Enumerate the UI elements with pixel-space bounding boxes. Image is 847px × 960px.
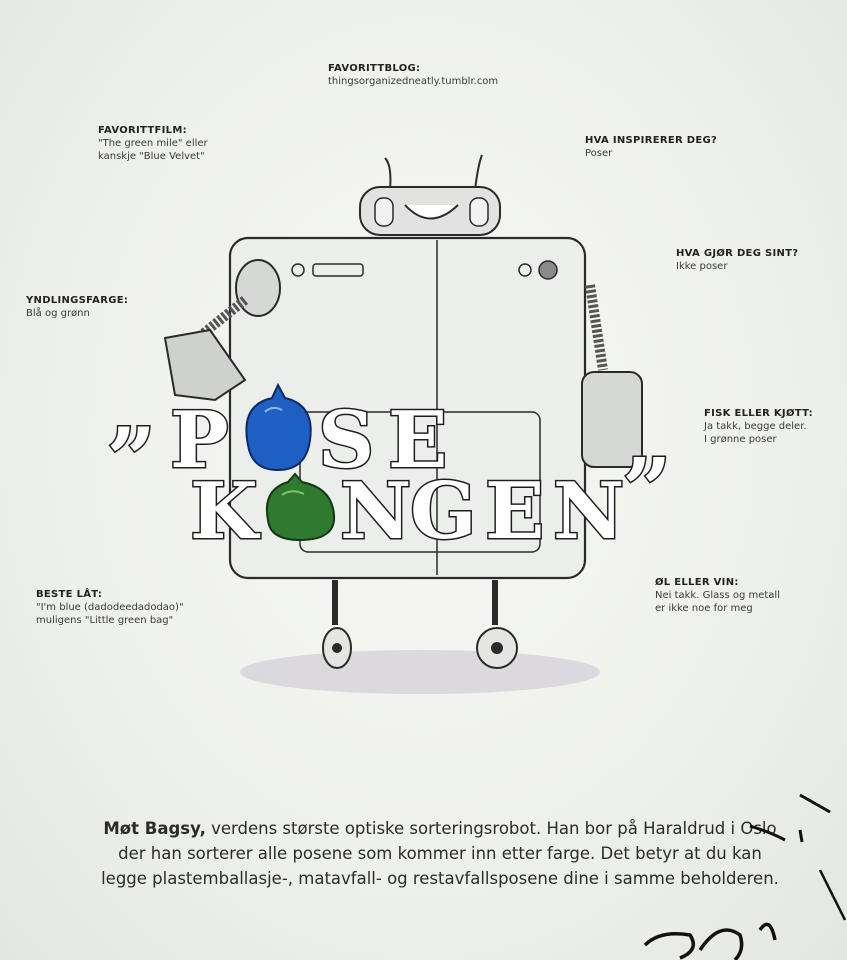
title-letter-n2: N bbox=[553, 466, 624, 557]
qa-fish: FISK ELLER KJØTT: Ja takk, begge deler. … bbox=[704, 407, 813, 446]
green-bag-icon bbox=[266, 472, 336, 542]
qa-song-answer-2: muligens "Little green bag" bbox=[36, 615, 174, 626]
title-letter-p: P bbox=[170, 395, 229, 486]
qa-film-answer-1: "The green mile" eller bbox=[98, 138, 208, 149]
qa-blog: FAVORITTBLOG: thingsorganizedneatly.tumb… bbox=[328, 62, 498, 88]
qa-color-answer: Blå og grønn bbox=[26, 308, 90, 319]
title-letter-g: G bbox=[410, 466, 477, 557]
qa-fish-question: FISK ELLER KJØTT: bbox=[704, 408, 813, 419]
qa-angry-question: HVA GJØR DEG SINT? bbox=[676, 248, 799, 259]
qa-blog-question: FAVORITTBLOG: bbox=[328, 63, 421, 74]
title-open-quote: „ bbox=[108, 360, 157, 461]
title-letter-n1: N bbox=[340, 466, 411, 557]
qa-drink-answer-1: Nei takk. Glass og metall bbox=[655, 590, 780, 601]
caption-paragraph: Møt Bagsy, verdens største optiske sorte… bbox=[100, 816, 780, 891]
qa-drink: ØL ELLER VIN: Nei takk. Glass og metall … bbox=[655, 576, 780, 615]
qa-film-answer-2: kanskje "Blue Velvet" bbox=[98, 151, 205, 162]
blue-bag-icon bbox=[245, 382, 312, 472]
qa-inspire-answer: Poser bbox=[585, 148, 613, 159]
qa-blog-answer: thingsorganizedneatly.tumblr.com bbox=[328, 76, 499, 87]
title-close-quote: ” bbox=[622, 440, 671, 541]
title-letter-k: K bbox=[190, 466, 261, 557]
title-letter-e2: E bbox=[485, 466, 544, 557]
qa-angry-answer: Ikke poser bbox=[676, 261, 728, 272]
qa-song: BESTE LÅT: "I'm blue (dadodeedadodao)" m… bbox=[36, 588, 184, 627]
title-letter-e1: E bbox=[388, 395, 447, 486]
qa-song-answer-1: "I'm blue (dadodeedadodao)" bbox=[36, 602, 184, 613]
caption-text: verdens største optiske sorteringsrobot.… bbox=[101, 819, 779, 888]
title-letter-s: S bbox=[318, 395, 374, 486]
caption-bold: Møt Bagsy, bbox=[103, 819, 206, 838]
qa-drink-question: ØL ELLER VIN: bbox=[655, 577, 739, 588]
qa-angry: HVA GJØR DEG SINT? Ikke poser bbox=[676, 247, 798, 273]
qa-song-question: BESTE LÅT: bbox=[36, 589, 103, 600]
qa-color: YNDLINGSFARGE: Blå og grønn bbox=[26, 294, 128, 320]
qa-inspire-question: HVA INSPIRERER DEG? bbox=[585, 135, 718, 146]
qa-film: FAVORITTFILM: "The green mile" eller kan… bbox=[98, 124, 208, 163]
qa-fish-answer-1: Ja takk, begge deler. bbox=[704, 421, 807, 432]
qa-color-question: YNDLINGSFARGE: bbox=[26, 295, 129, 306]
qa-fish-answer-2: I grønne poser bbox=[704, 434, 777, 445]
qa-inspire: HVA INSPIRERER DEG? Poser bbox=[585, 134, 717, 160]
qa-drink-answer-2: er ikke noe for meg bbox=[655, 603, 753, 614]
qa-film-question: FAVORITTFILM: bbox=[98, 125, 187, 136]
